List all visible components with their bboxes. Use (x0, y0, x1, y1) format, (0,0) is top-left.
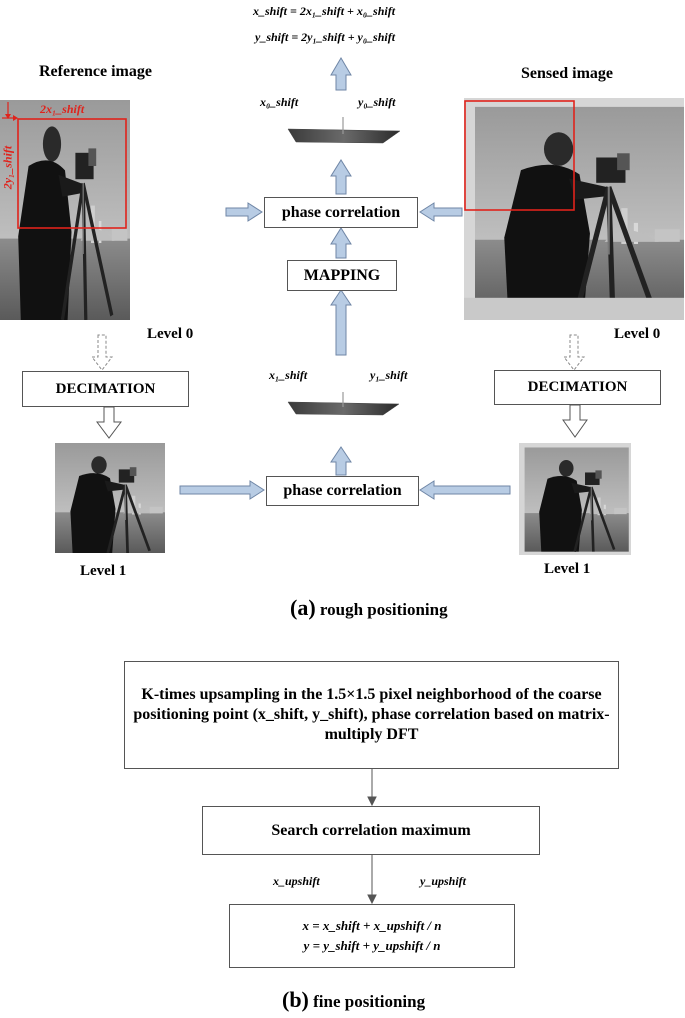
result-equation-box: x = x_shift + x_upshift / n y = y_shift … (229, 904, 515, 968)
level1-left-label: Level 1 (80, 563, 127, 579)
x1-shift-label: x₁_shift (269, 368, 308, 382)
fine-flow-arrows (367, 769, 377, 905)
y-upshift-label: y_upshift (420, 874, 467, 888)
level1-right-label: Level 1 (544, 561, 591, 577)
flow-arrows (179, 57, 511, 500)
level0-left-label: Level 0 (147, 326, 194, 342)
caption-b-letter: (b) (282, 987, 309, 1012)
decimation-box-left: DECIMATION (22, 371, 189, 407)
caption-a-letter: (a) (290, 595, 316, 620)
y0-shift-label: y₀_shift (358, 95, 396, 109)
decimation-box-right: DECIMATION (494, 370, 661, 405)
reference-image-level1 (55, 443, 165, 553)
upsampling-box: K-times upsampling in the 1.5×1.5 pixel … (124, 661, 619, 769)
caption-a: (a) rough positioning (290, 595, 448, 621)
equation-x-shift: x_shift = 2x₁_shift + x₀_shift (253, 4, 396, 18)
caption-b-text: fine positioning (313, 992, 426, 1011)
reference-roi-box (17, 118, 127, 229)
x-upshift-label: x_upshift (273, 874, 320, 888)
sensed-roi-box (464, 100, 575, 211)
phase-correlation-box-bottom: phase correlation (266, 476, 419, 506)
mapping-box: MAPPING (287, 260, 397, 291)
reference-image-level0 (0, 100, 130, 320)
ref-y-offset-label: 2y₁_shift (0, 145, 15, 190)
search-maximum-box: Search correlation maximum (202, 806, 540, 855)
dashed-arrows (90, 334, 586, 371)
phase-correlation-box-top: phase correlation (264, 197, 418, 228)
caption-b: (b) fine positioning (282, 987, 425, 1013)
hollow-arrows (96, 404, 588, 439)
result-equation-x: x = x_shift + x_upshift / n (302, 918, 442, 933)
x0-shift-label: x₀_shift (260, 95, 299, 109)
result-equation-y: y = y_shift + y_upshift / n (303, 938, 441, 953)
sensed-image-title: Sensed image (521, 65, 613, 82)
equation-y-shift: y_shift = 2y₁_shift + y₀_shift (255, 30, 396, 44)
caption-a-text: rough positioning (319, 600, 448, 619)
correlation-surface-top (287, 117, 401, 144)
y1-shift-label: y₁_shift (370, 368, 408, 382)
sensed-image-level1 (519, 443, 631, 555)
correlation-surface-bottom (287, 392, 400, 416)
ref-x-offset-label: 2x₁_shift (40, 102, 85, 116)
reference-image-title: Reference image (39, 63, 152, 80)
level0-right-label: Level 0 (614, 326, 661, 342)
